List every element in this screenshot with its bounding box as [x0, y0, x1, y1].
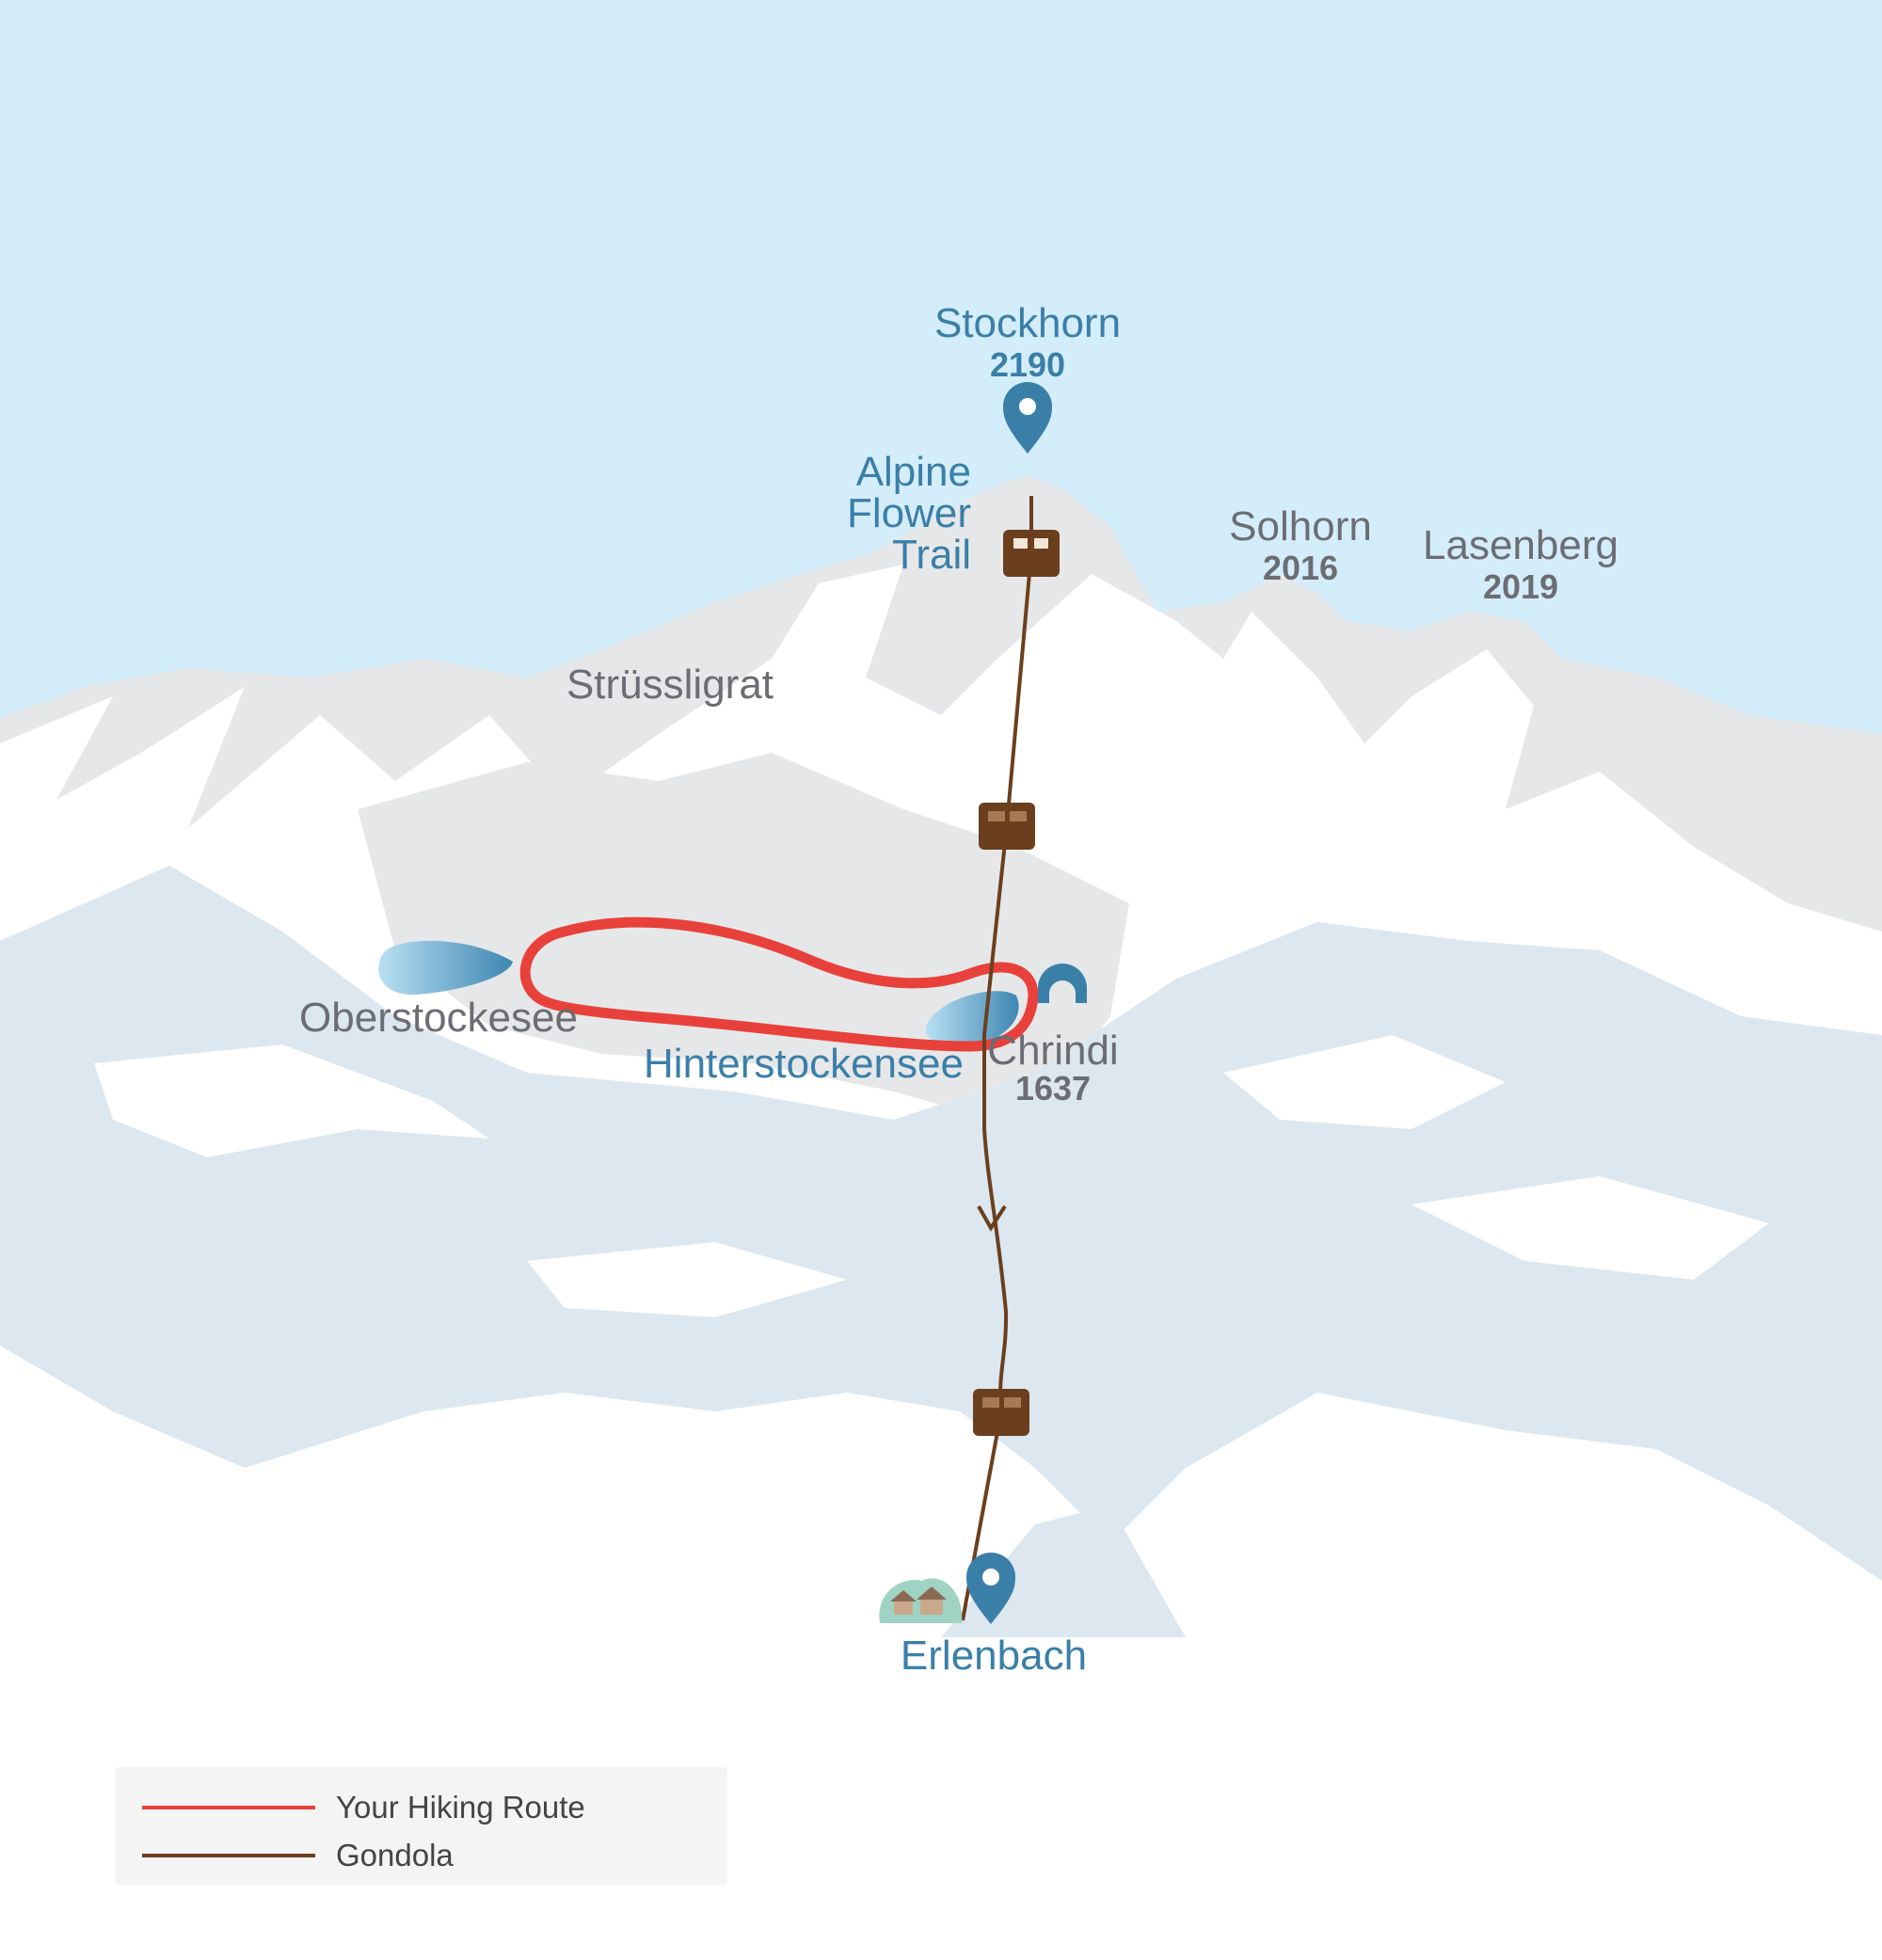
legend-swatch	[142, 1854, 315, 1857]
direction-arrow-icon	[977, 1204, 1007, 1232]
peak-label-chrindi: Chrindi 1637	[987, 1030, 1118, 1106]
legend-item-hiking-route: Your Hiking Route	[142, 1790, 585, 1825]
peak-name: Solhorn	[1229, 503, 1372, 550]
peak-elevation: 2190	[989, 345, 1066, 384]
lake-oberstockesee	[378, 940, 513, 996]
trail-label-alpine-flower: Alpine Flower Trail	[847, 452, 971, 576]
map-pin-icon[interactable]	[1003, 382, 1052, 454]
gondola-cabin-icon	[979, 803, 1035, 850]
village-icon	[879, 1578, 963, 1623]
trail-label-line: Trail	[892, 532, 971, 578]
gondola-line	[961, 496, 1033, 1621]
trail-label-line: Alpine	[855, 449, 971, 495]
lake-label-oberstockesee: Oberstockesee	[299, 995, 578, 1041]
legend: Your Hiking Route Gondola	[115, 1767, 727, 1885]
gondola-cabin-icon	[1003, 530, 1060, 577]
legend-label: Your Hiking Route	[336, 1790, 585, 1825]
legend-item-gondola: Gondola	[142, 1838, 454, 1873]
peak-name: Chrindi	[987, 1028, 1119, 1074]
map-pin-icon[interactable]	[966, 1553, 1015, 1624]
village-label-erlenbach: Erlenbach	[900, 1633, 1088, 1679]
peak-elevation: 2019	[1482, 567, 1559, 606]
peak-elevation: 1637	[1014, 1069, 1092, 1107]
lake-hinterstockensee	[925, 991, 1019, 1046]
hiking-route	[519, 916, 1039, 1052]
trail-label-line: Flower	[846, 490, 971, 536]
peak-label-stockhorn: Stockhorn 2190	[934, 303, 1121, 382]
peak-label-solhorn: Solhorn 2016	[1229, 506, 1372, 585]
snow-patch	[94, 1035, 1769, 1317]
igloo-hut-icon	[1038, 964, 1087, 1003]
legend-swatch	[142, 1806, 315, 1809]
ridge-label: Strüssligrat	[566, 661, 774, 708]
lake-label-hinterstockensee: Hinterstockensee	[644, 1041, 964, 1087]
legend-label: Gondola	[336, 1838, 454, 1872]
peak-label-lasenberg: Lasenberg 2019	[1423, 525, 1619, 604]
peak-name: Stockhorn	[933, 300, 1122, 346]
peak-elevation: 2016	[1262, 549, 1339, 587]
gondola-cabin-icon	[973, 1389, 1029, 1436]
peak-name: Lasenberg	[1423, 522, 1619, 568]
